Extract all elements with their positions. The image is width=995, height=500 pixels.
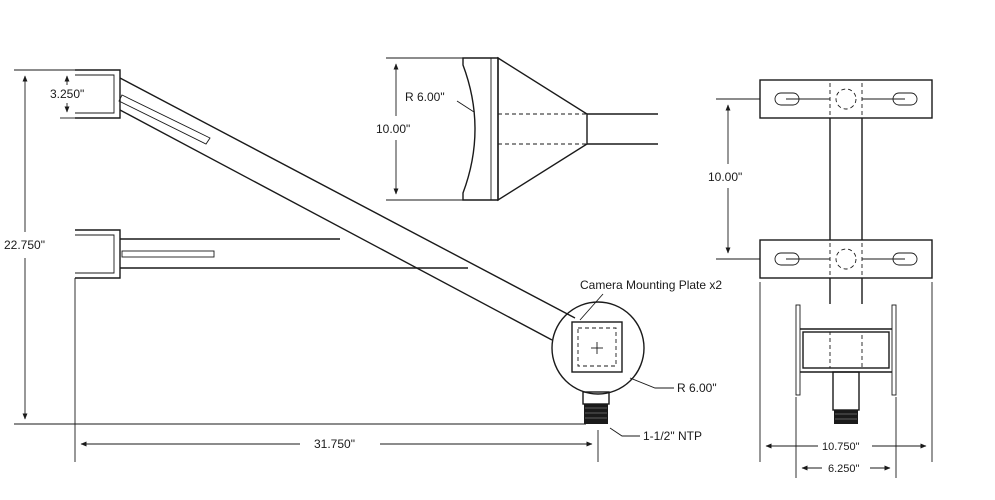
camera-plate-label: Camera Mounting Plate x2 bbox=[580, 278, 722, 292]
front-outer-width-label: 10.750" bbox=[822, 441, 860, 453]
upper-wall-bracket bbox=[75, 69, 121, 119]
front-camera-frame bbox=[795, 304, 897, 396]
front-view: 10.00" 10.750" 6.250" bbox=[708, 79, 933, 478]
front-middle-plate bbox=[759, 239, 933, 279]
diagonal-strut bbox=[118, 77, 576, 341]
side-radius-leader bbox=[629, 377, 674, 389]
detail-radius-label: R 6.00" bbox=[405, 90, 445, 104]
dim-detail-height: 10.00" bbox=[376, 57, 463, 201]
front-height-label: 10.00" bbox=[708, 170, 742, 184]
front-top-plate bbox=[759, 79, 933, 119]
dim-front-inner-width: 6.250" bbox=[795, 397, 897, 478]
side-total-height-label: 22.750" bbox=[4, 238, 45, 252]
side-length-label: 31.750" bbox=[314, 437, 355, 451]
dim-total-height: 22.750" bbox=[4, 69, 586, 425]
threaded-pipe bbox=[582, 391, 610, 424]
camera-mounting-plate bbox=[551, 301, 645, 395]
pipe-thread-label: 1-1/2" NTP bbox=[643, 429, 702, 443]
lower-wall-bracket bbox=[75, 229, 121, 279]
front-vertical-tube bbox=[829, 118, 863, 304]
dim-front-outer-width: 10.750" bbox=[759, 282, 933, 462]
side-view: 3.250" 22.750" 31.750" Camera Mounting P… bbox=[4, 69, 722, 462]
detail-tube bbox=[498, 113, 658, 145]
camera-plate-leader bbox=[579, 293, 604, 321]
front-threaded-pipe bbox=[832, 371, 860, 424]
side-radius-label: R 6.00" bbox=[677, 381, 717, 395]
side-top-height-label: 3.250" bbox=[50, 87, 84, 101]
horizontal-arm bbox=[120, 238, 468, 269]
dim-top-height: 3.250" bbox=[50, 69, 84, 119]
detail-view: 10.00" R 6.00" bbox=[376, 56, 658, 202]
detail-radius-leader bbox=[456, 100, 475, 113]
front-inner-width-label: 6.250" bbox=[828, 463, 860, 475]
detail-plate-profile bbox=[462, 57, 499, 201]
detail-height-label: 10.00" bbox=[376, 122, 410, 136]
detail-cone bbox=[497, 56, 588, 202]
dim-length: 31.750" bbox=[74, 278, 599, 462]
dim-front-height: 10.00" bbox=[708, 98, 760, 260]
pipe-thread-leader bbox=[609, 427, 640, 437]
